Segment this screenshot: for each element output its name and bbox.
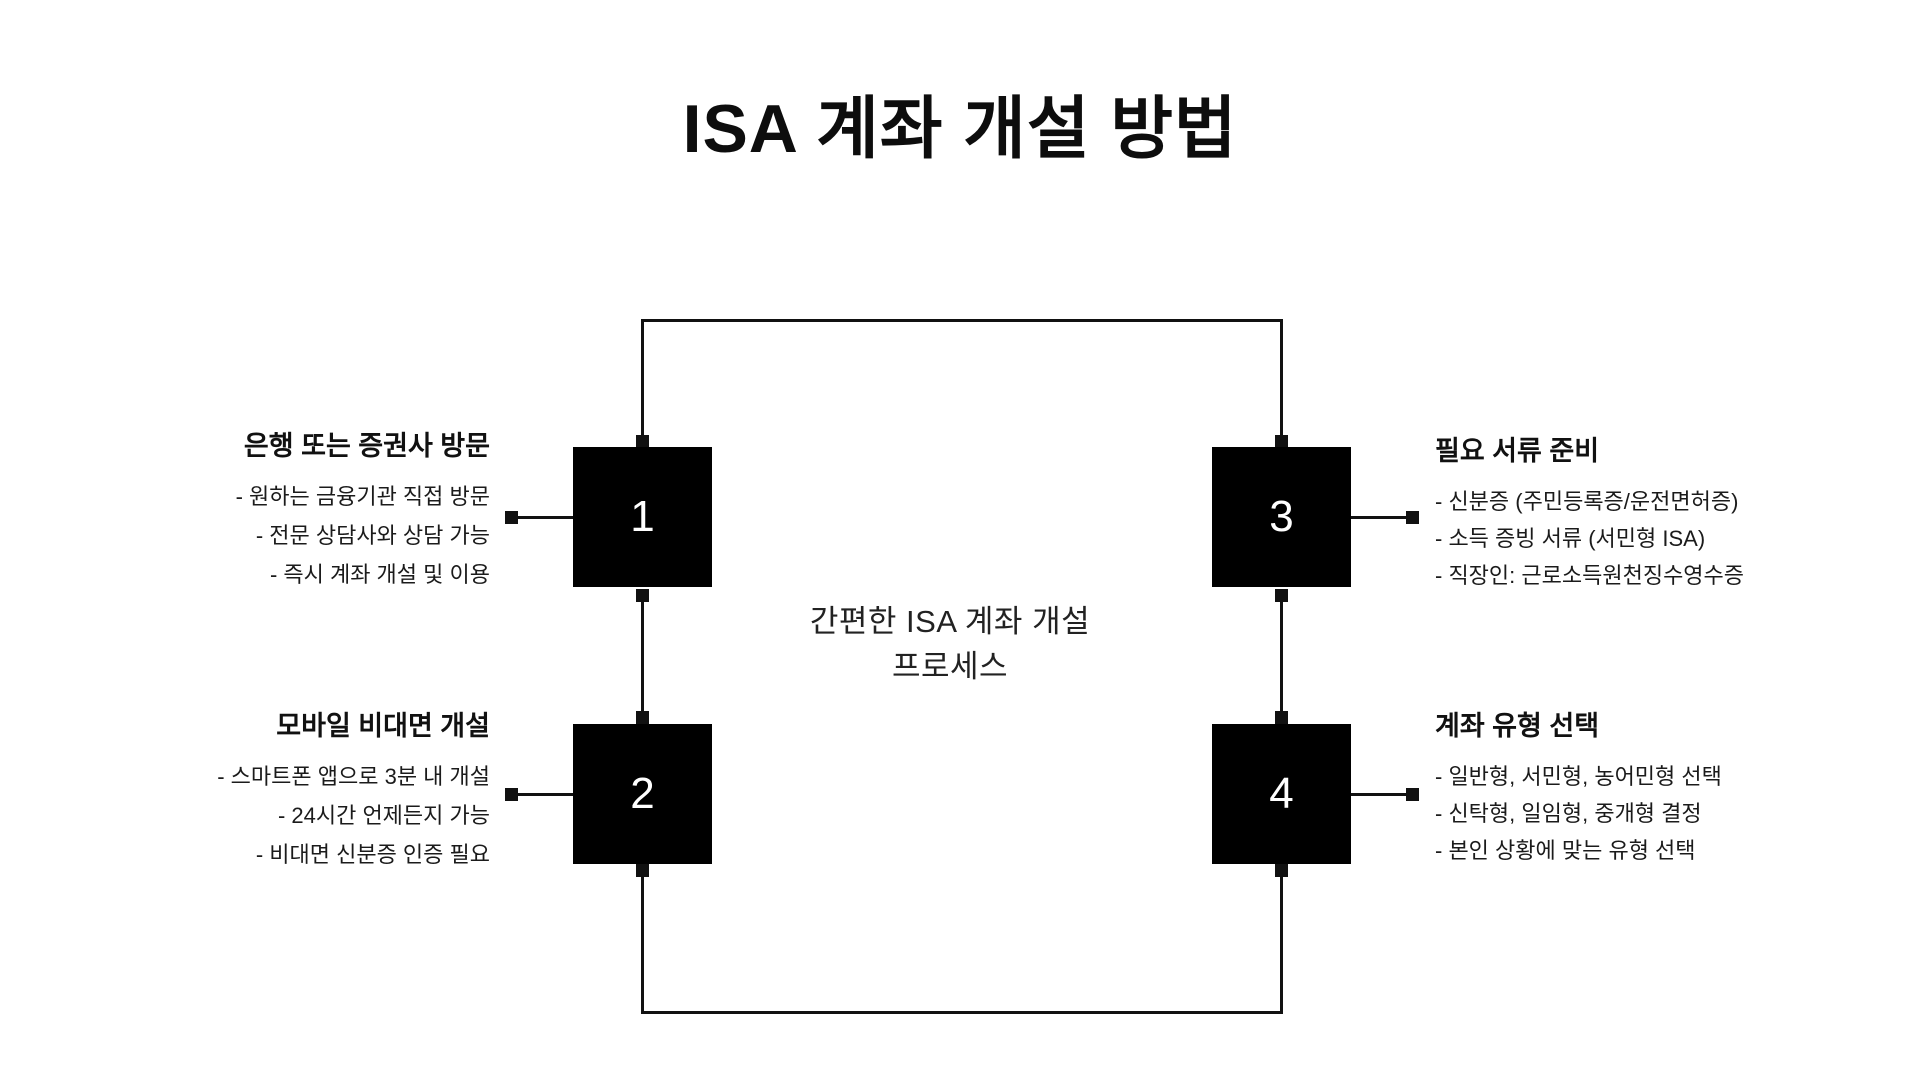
step-bullet: - 전문 상담사와 상담 가능 (255, 522, 490, 548)
step-number-1: 1 (630, 492, 655, 541)
step-number-4: 4 (1269, 769, 1294, 818)
step-bullet: - 24시간 언제든지 가능 (277, 802, 490, 828)
step-bullet: - 원하는 금융기관 직접 방문 (235, 483, 490, 509)
cap-bottom-left (636, 864, 649, 877)
connector-top-bracket (641, 319, 1283, 441)
step-bullets-1: - 원하는 금융기관 직접 방문 - 전문 상담사와 상담 가능 - 즉시 계좌… (120, 480, 490, 591)
step-heading-3: 필요 서류 준비 (1435, 436, 1600, 466)
step-bullets-3: - 신분증 (주민등록증/운전면허증) - 소득 증빙 서류 (서민형 ISA)… (1435, 485, 1835, 592)
step-bullet: - 비대면 신분증 인증 필요 (255, 841, 490, 867)
step-number-2: 2 (630, 769, 655, 818)
cap-mid-left-top (636, 589, 649, 602)
cap-leader-1 (505, 511, 518, 524)
page-title: ISA 계좌 개설 방법 (682, 91, 1238, 167)
step-bullet: - 직장인: 근로소득원천징수영수증 (1435, 562, 1745, 588)
center-caption-line-1: 간편한 ISA 계좌 개설 (809, 604, 1091, 639)
step-box-4[interactable]: 4 (1212, 724, 1351, 864)
step-heading-4: 계좌 유형 선택 (1435, 711, 1600, 741)
cap-mid-left-bot (636, 711, 649, 724)
cap-leader-3 (1406, 511, 1419, 524)
step-box-2[interactable]: 2 (573, 724, 712, 864)
step-bullets-2: - 스마트폰 앱으로 3분 내 개설 - 24시간 언제든지 가능 - 비대면 … (120, 760, 490, 871)
connector-bottom-bracket (641, 870, 1283, 1014)
step-heading-2: 모바일 비대면 개설 (276, 711, 490, 741)
step-bullet: - 신탁형, 일임형, 중개형 결정 (1435, 800, 1702, 826)
cap-leader-2 (505, 788, 518, 801)
step-bullets-4: - 일반형, 서민형, 농어민형 선택 - 신탁형, 일임형, 중개형 결정 -… (1435, 760, 1835, 867)
step-heading-1: 은행 또는 증권사 방문 (243, 431, 490, 461)
step-text-block-2: 모바일 비대면 개설 - 스마트폰 앱으로 3분 내 개설 - 24시간 언제든… (120, 710, 490, 877)
step-text-block-4: 계좌 유형 선택 - 일반형, 서민형, 농어민형 선택 - 신탁형, 일임형,… (1435, 710, 1835, 871)
step-number-3: 3 (1269, 492, 1294, 541)
step-text-block-3: 필요 서류 준비 - 신분증 (주민등록증/운전면허증) - 소득 증빙 서류 … (1435, 435, 1835, 596)
cap-mid-right-top (1275, 589, 1288, 602)
cap-leader-4 (1406, 788, 1419, 801)
step-bullet: - 본인 상황에 맞는 유형 선택 (1435, 837, 1696, 863)
center-caption-line-2: 프로세스 (891, 648, 1009, 684)
cap-mid-right-bot (1275, 711, 1288, 724)
center-caption: 간편한 ISA 계좌 개설 프로세스 (750, 600, 1150, 690)
step-box-3[interactable]: 3 (1212, 447, 1351, 587)
step-bullet: - 신분증 (주민등록증/운전면허증) (1435, 488, 1739, 514)
cap-bottom-right (1275, 864, 1288, 877)
step-bullet: - 소득 증빙 서류 (서민형 ISA) (1435, 525, 1706, 551)
step-bullet: - 일반형, 서민형, 농어민형 선택 (1435, 763, 1722, 789)
step-bullet: - 즉시 계좌 개설 및 이용 (269, 561, 490, 587)
step-text-block-1: 은행 또는 증권사 방문 - 원하는 금융기관 직접 방문 - 전문 상담사와 … (120, 430, 490, 597)
step-box-1[interactable]: 1 (573, 447, 712, 587)
step-bullet: - 스마트폰 앱으로 3분 내 개설 (217, 763, 490, 789)
